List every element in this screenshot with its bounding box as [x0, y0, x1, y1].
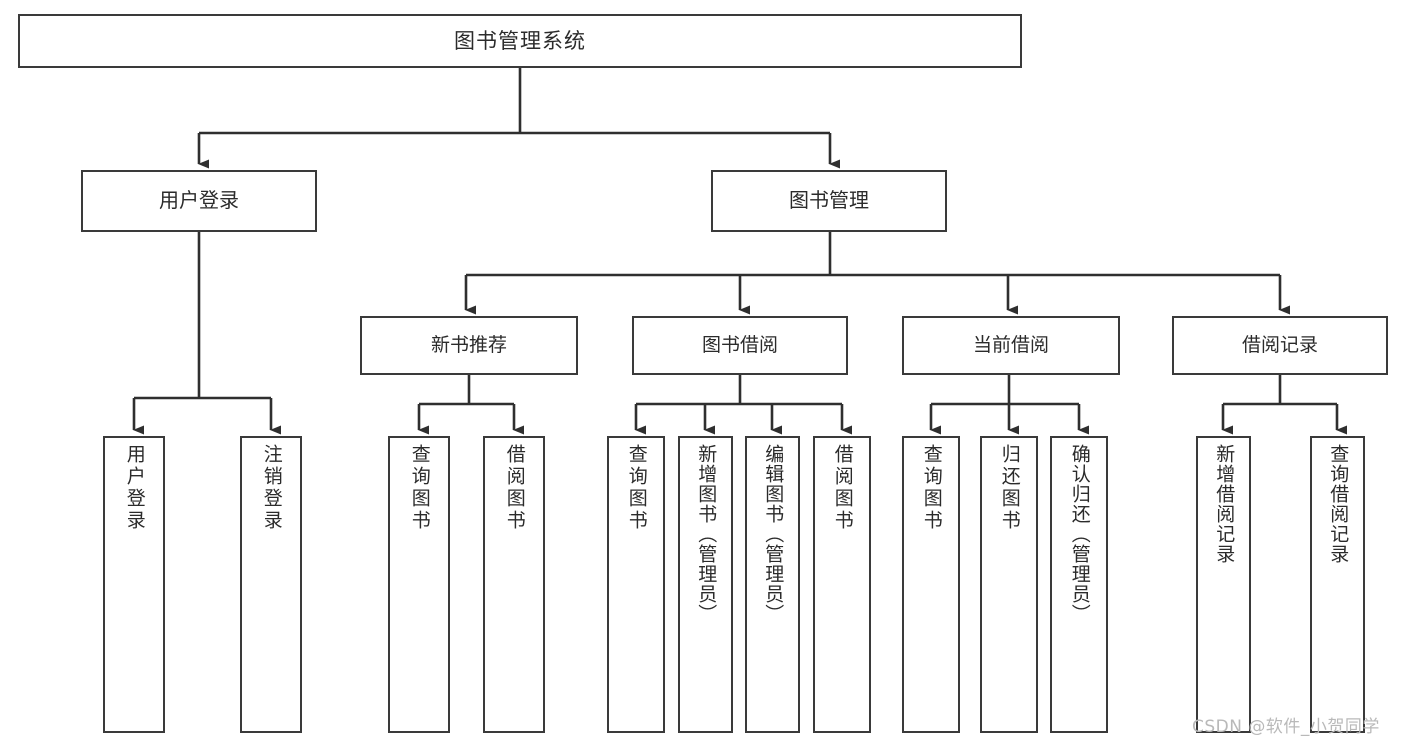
node-label: 新书推荐 — [430, 334, 507, 357]
node-label: 用户登录 — [159, 188, 239, 213]
leaf-current-return-book[interactable]: 归还图书 — [980, 436, 1038, 733]
leaf-recommend-query-book[interactable]: 查询图书 — [388, 436, 450, 733]
node-label: 注销登录 — [260, 444, 283, 532]
node-label: 当前借阅 — [972, 334, 1049, 357]
leaf-user-login[interactable]: 用户登录 — [103, 436, 165, 733]
node-book-borrowing[interactable]: 图书借阅 — [632, 316, 848, 375]
leaf-recommend-borrow-book[interactable]: 借阅图书 — [483, 436, 545, 733]
node-label: 新增图书（管理员） — [695, 444, 718, 624]
node-borrowing-record[interactable]: 借阅记录 — [1172, 316, 1388, 375]
node-label: 编辑图书（管理员） — [762, 444, 785, 624]
node-label: 查询图书 — [920, 444, 943, 532]
node-label: 借阅图书 — [831, 444, 854, 532]
node-new-book-recommendation[interactable]: 新书推荐 — [360, 316, 578, 375]
node-root-system[interactable]: 图书管理系统 — [18, 14, 1022, 68]
leaf-borrow-add-book-admin[interactable]: 新增图书（管理员） — [678, 436, 733, 733]
node-book-management[interactable]: 图书管理 — [711, 170, 947, 232]
leaf-borrow-take-book[interactable]: 借阅图书 — [813, 436, 871, 733]
node-label: 借阅图书 — [503, 444, 526, 532]
node-label: 图书借阅 — [701, 334, 778, 357]
leaf-current-confirm-return-admin[interactable]: 确认归还（管理员） — [1050, 436, 1108, 733]
node-label: 图书管理系统 — [454, 28, 586, 53]
node-label: 归还图书 — [998, 444, 1021, 532]
leaf-record-query-borrow-record[interactable]: 查询借阅记录 — [1310, 436, 1365, 733]
node-current-borrowing[interactable]: 当前借阅 — [902, 316, 1120, 375]
leaf-borrow-query-book[interactable]: 查询图书 — [607, 436, 665, 733]
leaf-current-query-book[interactable]: 查询图书 — [902, 436, 960, 733]
node-label: 确认归还（管理员） — [1068, 444, 1091, 624]
leaf-user-logout[interactable]: 注销登录 — [240, 436, 302, 733]
node-label: 借阅记录 — [1241, 334, 1318, 357]
node-label: 查询借阅记录 — [1327, 444, 1350, 564]
node-label: 查询图书 — [408, 444, 431, 532]
node-label: 查询图书 — [625, 444, 648, 532]
node-user-login[interactable]: 用户登录 — [81, 170, 317, 232]
leaf-record-add-borrow-record[interactable]: 新增借阅记录 — [1196, 436, 1251, 733]
node-label: 图书管理 — [789, 188, 869, 213]
leaf-borrow-edit-book-admin[interactable]: 编辑图书（管理员） — [745, 436, 800, 733]
node-label: 用户登录 — [123, 444, 146, 532]
node-label: 新增借阅记录 — [1213, 444, 1236, 564]
